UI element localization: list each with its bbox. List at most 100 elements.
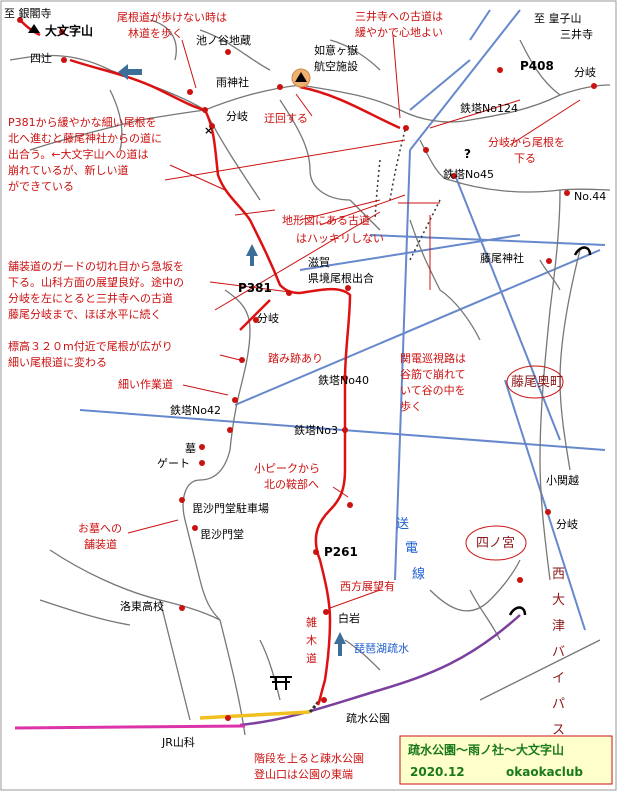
note-5b: はハッキリしない (296, 232, 384, 245)
callout-lines (127, 34, 581, 609)
label-fujio-jinja: 藤尾神社 (480, 251, 524, 265)
canal-line (239, 614, 521, 727)
direction-arrows (118, 64, 346, 656)
note-3d: 崩れているが、新しい道 (8, 163, 128, 177)
title-date: 2020.12 (410, 765, 465, 779)
note-4a: 分岐から尾根を (488, 135, 565, 149)
label-ukai: 迂回する (264, 112, 308, 125)
label-amejinja: 雨神社 (216, 75, 249, 89)
label-tetto42: 鉄塔No42 (170, 403, 221, 417)
label-hosoi: 細い作業道 (118, 377, 173, 391)
power-lines (79, 9, 606, 631)
label-rakuto: 洛東高校 (120, 599, 164, 613)
note-9a: 小ピークから (254, 462, 320, 475)
note-10b: 登山口は公園の東端 (254, 767, 353, 781)
note-8d: 歩く (400, 399, 422, 413)
label-bunki-4: 分岐 (556, 518, 578, 531)
label-ikenoya: 池ノ谷地蔵 (196, 34, 251, 47)
note-6d: 藤尾分岐まで、ほぼ水平に続く (8, 307, 162, 321)
note-6b: 下る。山科方面の展望良好。途中の (8, 275, 184, 289)
label-fujio-okumachi: 藤尾奥町 (511, 375, 563, 390)
label-sosui-koen: 疏水公園 (346, 711, 390, 725)
note-3a: P381から緩やかな細い尾根を (8, 115, 157, 129)
label-bishamon-parking: 毘沙門堂駐車場 (192, 501, 269, 515)
shinomiya-circle (465, 525, 527, 561)
label-question: ? (464, 147, 471, 161)
label-oujiyama: 至 皇子山 (534, 11, 582, 25)
label-bishamondo: 毘沙門堂 (200, 528, 244, 541)
note-7b: 細い尾根道に変わる (8, 355, 107, 369)
note-8c: いて谷の中を (400, 384, 466, 397)
fujio-okumachi-circle (506, 365, 564, 399)
label-gate: ゲート (157, 457, 190, 470)
title-text: 疏水公園～雨ノ社～大文字山 (408, 742, 564, 757)
tunnel-mark-1 (573, 246, 592, 256)
note-6a: 舗装道のガードの切れ目から急坂を (8, 259, 184, 273)
label-kokusen: 航空施設 (314, 59, 358, 73)
label-zouki-1: 雑 (306, 615, 317, 629)
label-nyoigatake: 如意ヶ嶽 (314, 43, 358, 57)
label-daimonjiyama: 大文字山 (45, 23, 93, 38)
label-tetto45: 鉄塔No45 (443, 167, 494, 181)
note-10a: 階段を上ると疎水公園 (254, 751, 364, 765)
label-p261: P261 (324, 545, 358, 559)
title-box (399, 735, 613, 785)
hiking-route (19, 19, 401, 706)
tunnel-mark-2 (508, 606, 527, 616)
note-1b: 林道を歩く (128, 26, 183, 40)
note-7a: 標高３２０m付近で尾根が広がり (8, 339, 173, 353)
label-tetto124: 鉄塔No124 (460, 101, 518, 115)
note-3b: 北へ進むと藤尾神社からの道に (8, 131, 162, 145)
peak-icon (28, 24, 40, 33)
label-biwako: 琵琶湖疏水 (354, 641, 409, 655)
note-2b: 緩やかで心地よい (355, 26, 443, 39)
label-no44: No.44 (574, 190, 606, 203)
label-haka: 墓 (185, 442, 196, 455)
label-zouki-2: 木 (306, 634, 317, 647)
note-8a: 関電巡視路は (400, 351, 466, 365)
label-p408: P408 (520, 59, 554, 73)
waypoints (17, 17, 597, 721)
label-bunki-2: 分岐 (574, 66, 596, 79)
yellow-path (199, 710, 311, 720)
label-shitsuji: 四辻 (30, 51, 52, 65)
rail-line (14, 724, 246, 730)
note-5a: 地形図にある古道 (282, 213, 370, 227)
label-bunki-3: 分岐 (257, 312, 279, 325)
label-tetto40: 鉄塔No40 (318, 373, 369, 387)
label-zouki-3: 道 (306, 651, 317, 665)
title-club: okaokaclub (506, 765, 583, 779)
label-tetto3: 鉄塔No3 (294, 423, 338, 437)
note-1a: 尾根道が歩けない時は (117, 10, 227, 24)
stairs (308, 699, 322, 713)
note-6c: 分岐を左にとると三井寺への古道 (8, 291, 173, 305)
label-ginkakuji: 至 銀閣寺 (4, 6, 52, 20)
x-marker: × (204, 124, 213, 137)
label-hosodo: 舗装道 (84, 537, 117, 551)
summit-icon (291, 68, 311, 88)
label-kosekigoe: 小関越 (546, 473, 579, 487)
note-4b: 下る (514, 152, 536, 165)
shrine-gate-icon (270, 676, 292, 690)
label-shinomiya: 四ノ宮 (476, 535, 515, 551)
label-bunki-1: 分岐 (226, 110, 248, 123)
label-p381: P381 (238, 281, 272, 295)
label-kenkyo: 県境尾根出合 (308, 271, 374, 285)
label-seiho: 西方展望有 (340, 579, 395, 593)
label-shiraiwa: 白岩 (338, 611, 360, 625)
note-8b: 谷筋で崩れて (400, 367, 466, 381)
label-souden: 送 電 線 (396, 517, 425, 582)
note-9b: 北の鞍部へ (264, 477, 319, 491)
label-shiga: 滋賀 (308, 256, 330, 269)
label-nishi-otsu: 西 大 津 バ イ パ ス (552, 567, 569, 738)
roads (9, 19, 611, 736)
label-ohaka: お墓への (78, 522, 122, 535)
note-3c: 出合う。←大文字山への道は (8, 147, 149, 161)
side-route (239, 299, 271, 331)
note-2a: 三井寺への古道は (355, 9, 443, 23)
note-3e: ができている (8, 179, 74, 193)
label-jr: JR山科 (161, 735, 195, 749)
label-miidera: 三井寺 (560, 27, 593, 41)
